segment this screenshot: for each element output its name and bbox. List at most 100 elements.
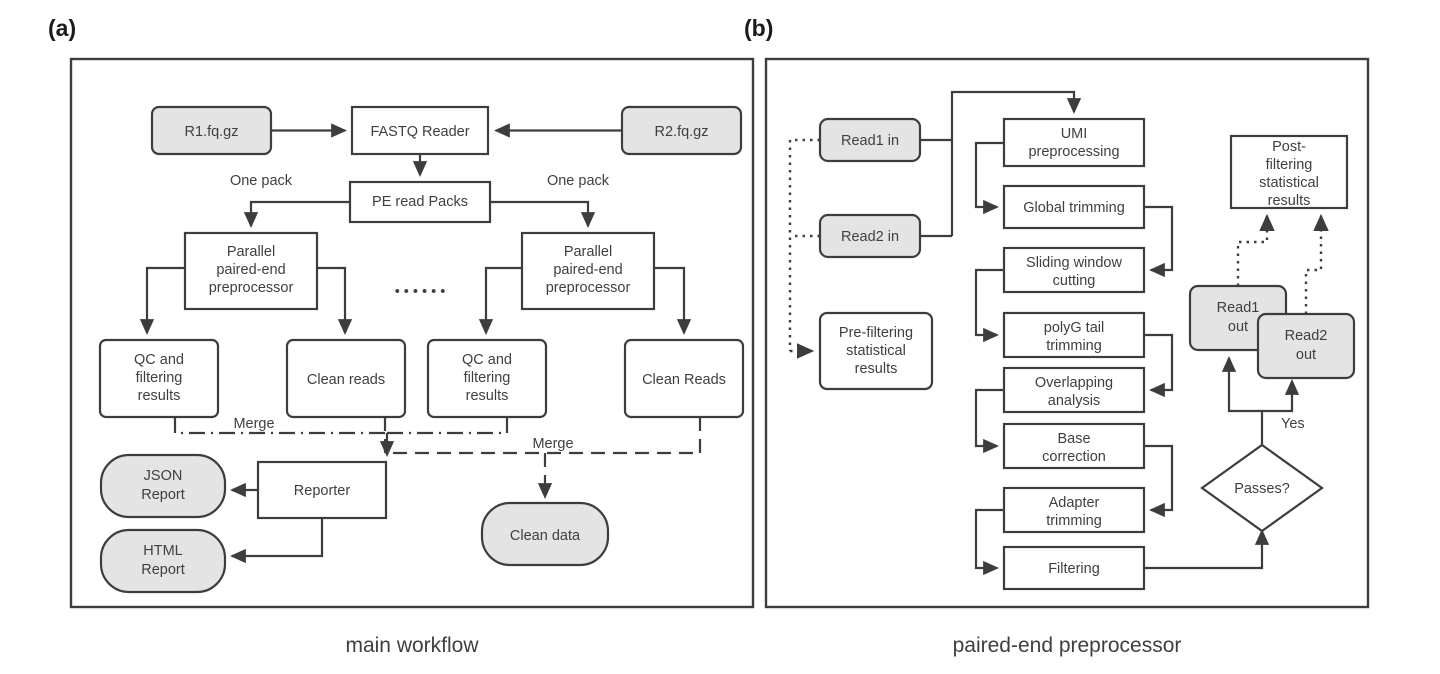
node-clean-data: Clean data (480, 501, 610, 567)
node-passes-label: Passes? (1234, 481, 1290, 497)
edge-polyg-to-overlapping (1144, 333, 1174, 398)
node-parallel-preprocessor-left: Parallel paired-end preprocessor (183, 231, 319, 311)
node-json-report-line1: JSON (144, 468, 183, 484)
node-read1-out-line1: Read1 (1217, 300, 1260, 316)
edge-label-one-pack-right: One pack (547, 173, 610, 189)
edge-passes-to-read2-out (1262, 379, 1300, 413)
node-umi-line1: UMI (1061, 126, 1088, 142)
node-polyg-line2: trimming (1046, 338, 1102, 354)
node-ellipsis: • • • • • • (395, 284, 446, 300)
node-overlapping-line1: Overlapping (1035, 375, 1113, 391)
edge-pe-packs-to-parallel-left (243, 200, 350, 228)
node-parallel-preprocessor-left-line1: Parallel (227, 244, 275, 260)
edge-label-merge-data: Merge (532, 436, 573, 452)
node-qc-left-line1: QC and (134, 352, 184, 368)
panel-a-caption: main workflow (345, 634, 479, 657)
node-fastq-reader: FASTQ Reader (350, 105, 490, 156)
node-clean-reads-right: Clean Reads (623, 338, 745, 419)
node-html-report: HTML Report (99, 528, 227, 594)
edge-parallel-left-to-qc-left (139, 266, 185, 335)
node-sliding-line2: cutting (1053, 273, 1096, 289)
node-qc-right-line3: results (466, 388, 509, 404)
edge-overlapping-to-base-correction (974, 388, 1004, 454)
edge-bus-to-umi-preprocessing (950, 90, 1082, 236)
node-sliding-line1: Sliding window (1026, 255, 1122, 271)
node-prefilter-line1: Pre-filtering (839, 325, 913, 341)
node-fastq-reader-label: FASTQ Reader (370, 124, 469, 140)
edge-parallel-right-to-qc-right (478, 266, 522, 335)
node-clean-reads-left: Clean reads (285, 338, 407, 419)
edge-parallel-left-to-clean-reads-left (317, 266, 353, 335)
node-r2-fq-gz: R2.fq.gz (620, 105, 743, 156)
node-pre-filtering-statistical-results: Pre-filtering statistical results (818, 311, 934, 391)
node-umi-line2: preprocessing (1028, 144, 1119, 160)
node-filtering: Filtering (1002, 545, 1146, 591)
node-clean-reads-right-label: Clean Reads (642, 372, 726, 388)
edge-passes-to-read1-out (1221, 356, 1264, 445)
node-clean-reads-left-label: Clean reads (307, 372, 385, 388)
node-qc-right-line1: QC and (462, 352, 512, 368)
edge-umi-to-global-trimming (974, 141, 1004, 215)
node-base-correction-line2: correction (1042, 449, 1106, 465)
merge-line-qc-right (387, 417, 509, 435)
node-postfilter-line1: Post- (1272, 139, 1306, 155)
node-qc-left-line3: results (138, 388, 181, 404)
node-html-report-line2: Report (141, 562, 185, 578)
node-read1-in-label: Read1 in (841, 133, 899, 149)
panel-a-tag: (a) (48, 15, 76, 41)
node-postfilter-line3: statistical (1259, 175, 1319, 191)
node-qc-right-line2: filtering (464, 370, 511, 386)
edge-adapter-to-filtering (974, 508, 1004, 576)
node-global-trimming: Global trimming (1002, 184, 1146, 230)
node-qc-left-line2: filtering (136, 370, 183, 386)
node-r2-fq-gz-label: R2.fq.gz (655, 124, 709, 140)
node-post-filtering-statistical-results: Post- filtering statistical results (1229, 134, 1349, 210)
node-pe-read-packs: PE read Packs (348, 180, 492, 224)
node-base-correction-line1: Base (1057, 431, 1090, 447)
node-adapter-trimming: Adapter trimming (1002, 486, 1146, 534)
node-qc-filtering-results-left: QC and filtering results (98, 338, 220, 419)
edge-parallel-right-to-clean-reads-right (654, 266, 692, 335)
node-filtering-label: Filtering (1048, 561, 1100, 577)
node-adapter-line2: trimming (1046, 513, 1102, 529)
node-read2-in-label: Read2 in (841, 229, 899, 245)
node-parallel-preprocessor-right-line2: paired-end (553, 262, 622, 278)
node-parallel-preprocessor-right-line3: preprocessor (546, 280, 631, 296)
node-pe-read-packs-label: PE read Packs (372, 194, 468, 210)
node-reporter: Reporter (256, 460, 388, 520)
node-polyg-line1: polyG tail (1044, 320, 1104, 336)
node-postfilter-line2: filtering (1266, 157, 1313, 173)
node-sliding-window-cutting: Sliding window cutting (1002, 246, 1146, 294)
panel-b-border (764, 57, 1370, 609)
edge-sliding-window-to-polyg (974, 268, 1004, 343)
node-clean-data-label: Clean data (510, 528, 581, 544)
edge-reporter-to-html-report (230, 518, 324, 564)
node-umi-preprocessing: UMI preprocessing (1002, 117, 1146, 168)
node-global-trimming-label: Global trimming (1023, 200, 1125, 216)
node-parallel-preprocessor-left-line2: paired-end (216, 262, 285, 278)
panel-b-caption: paired-end preprocessor (953, 634, 1182, 657)
merge-line-clean-left (383, 417, 700, 455)
node-read2-out-line2: out (1296, 347, 1316, 363)
edge-global-trimming-to-sliding-window (1144, 205, 1174, 278)
node-overlapping-analysis: Overlapping analysis (1002, 366, 1146, 414)
dotted-bus-read1-to-prefilter (788, 138, 820, 351)
node-read1-out-line2: out (1228, 319, 1248, 335)
node-html-report-line1: HTML (143, 543, 182, 559)
panel-a-border (69, 57, 755, 609)
node-prefilter-line2: statistical (846, 343, 906, 359)
node-postfilter-line4: results (1268, 193, 1311, 209)
node-json-report: JSON Report (99, 453, 227, 519)
node-base-correction: Base correction (1002, 422, 1146, 470)
edge-label-merge-reports: Merge (233, 416, 274, 432)
node-r1-fq-gz-label: R1.fq.gz (185, 124, 239, 140)
node-read2-out: Read2 out (1256, 312, 1356, 380)
node-parallel-preprocessor-right-line1: Parallel (564, 244, 612, 260)
node-overlapping-line2: analysis (1048, 393, 1100, 409)
node-parallel-preprocessor-right: Parallel paired-end preprocessor (520, 231, 656, 311)
node-json-report-line2: Report (141, 487, 185, 503)
edge-label-one-pack-left: One pack (230, 173, 293, 189)
node-passes-decision: Passes? (1200, 443, 1324, 533)
node-qc-filtering-results-right: QC and filtering results (426, 338, 548, 419)
